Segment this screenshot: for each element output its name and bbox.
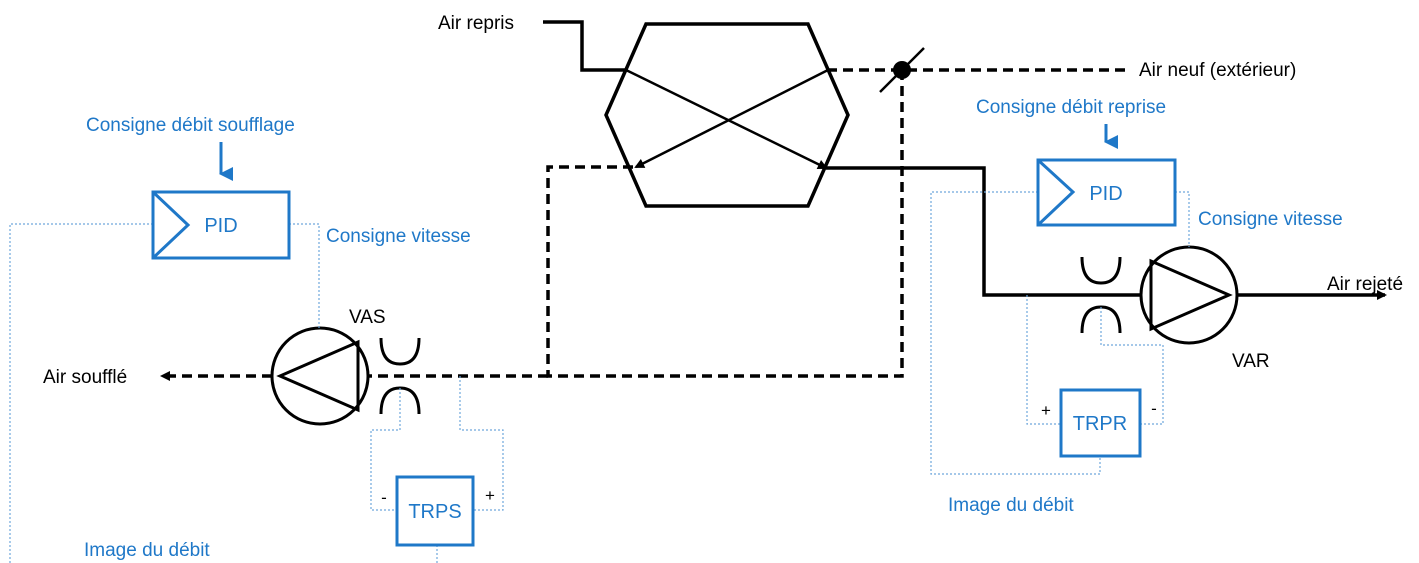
pid-label: PID bbox=[1089, 183, 1122, 205]
consigne-debit-reprise-label: Consigne débit reprise bbox=[976, 97, 1166, 118]
pid-label: PID bbox=[204, 215, 237, 237]
trps-label: TRPS bbox=[408, 501, 461, 523]
trps-block: TRPS - + bbox=[381, 475, 495, 547]
pid-block-left: PID bbox=[151, 142, 291, 260]
control-lines bbox=[9, 191, 1190, 563]
air-repris-label: Air repris bbox=[438, 13, 514, 34]
damper-icon bbox=[879, 47, 925, 93]
vas-label: VAS bbox=[349, 307, 386, 328]
image-debit-left-label: Image du débit bbox=[84, 540, 210, 561]
supply-air-duct bbox=[160, 68, 1125, 381]
var-label: VAR bbox=[1232, 351, 1270, 372]
heat-exchanger-icon bbox=[604, 22, 850, 208]
air-souffle-label: Air soufflé bbox=[43, 367, 127, 388]
trpr-plus-sign: + bbox=[1041, 401, 1051, 420]
trpr-label: TRPR bbox=[1073, 413, 1127, 435]
air-neuf-label: Air neuf (extérieur) bbox=[1139, 60, 1296, 81]
air-rejete-label: Air rejeté bbox=[1327, 274, 1403, 295]
pid-block-right: PID bbox=[1036, 124, 1177, 227]
trps-minus-sign: - bbox=[381, 488, 387, 507]
trps-plus-sign: + bbox=[485, 486, 495, 505]
consigne-debit-soufflage-label: Consigne débit soufflage bbox=[86, 115, 295, 136]
consigne-vitesse-left-label: Consigne vitesse bbox=[326, 226, 471, 247]
image-debit-right-label: Image du débit bbox=[948, 495, 1074, 516]
fan-icon bbox=[270, 326, 370, 426]
fan-icon bbox=[1139, 245, 1239, 345]
consigne-vitesse-right-label: Consigne vitesse bbox=[1198, 209, 1343, 230]
trpr-minus-sign: - bbox=[1151, 399, 1157, 418]
trpr-block: TRPR + - bbox=[1041, 388, 1157, 458]
